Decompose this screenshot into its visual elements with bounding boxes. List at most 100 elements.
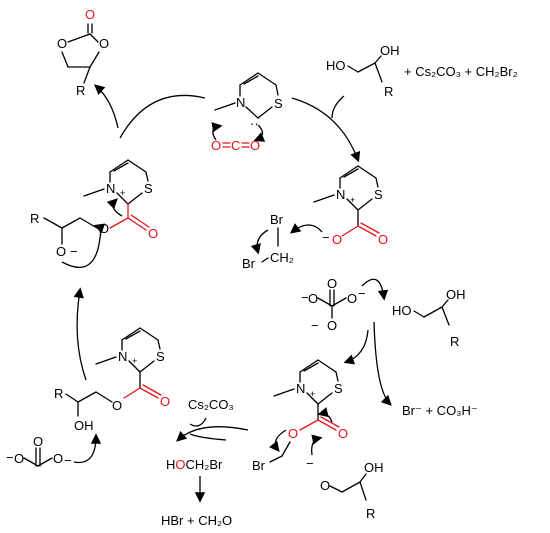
bond — [299, 419, 319, 431]
bond — [139, 327, 159, 341]
bond — [261, 257, 269, 263]
o-label: O — [14, 451, 24, 466]
bond — [281, 441, 291, 457]
bond — [127, 217, 147, 231]
carbonyl-o-label: O — [85, 7, 95, 22]
o-label: O — [347, 291, 357, 306]
nitrogen-label: N — [118, 349, 127, 364]
ho-label: HO — [326, 58, 346, 73]
o-top-label: O — [33, 434, 43, 449]
bond — [360, 222, 380, 234]
bond — [95, 391, 113, 403]
bromide-bicarbonate-label: Br⁻ + CO₃H⁻ — [402, 403, 478, 418]
cycle-arc-top-left — [119, 94, 206, 139]
bond — [374, 55, 382, 64]
oh-label: OH — [446, 287, 466, 302]
ring-o-left: O — [57, 36, 67, 51]
hbr-ch2o-label: HBr + CH₂O — [161, 513, 232, 528]
bond — [275, 84, 279, 96]
sulfur-label: S — [144, 181, 153, 196]
br-label: Br — [252, 458, 266, 473]
carbonyl-o-label: O — [148, 226, 158, 241]
bond — [374, 62, 383, 83]
oh-label: OH — [364, 460, 384, 475]
sulfur-label: S — [374, 187, 383, 202]
curved-arrow — [269, 429, 287, 453]
carbonate-anion-left: − O O O − — [6, 433, 102, 468]
ester-o-label: O — [288, 426, 298, 441]
br-bottom-label: Br — [242, 256, 256, 271]
r-group: R — [76, 83, 85, 98]
curved-arrow — [289, 223, 323, 234]
positive-charge: + — [120, 188, 125, 198]
bond — [346, 198, 359, 211]
positive-charge: + — [132, 356, 137, 366]
r-group: R — [366, 506, 375, 521]
nhc-carbene: N S ·· — [214, 72, 283, 142]
o-top-label: O — [327, 276, 337, 291]
reagent-join-arrow — [331, 95, 345, 119]
connector — [189, 433, 227, 441]
bond — [127, 192, 143, 205]
dibromomethane: Br CH₂ Br — [242, 212, 294, 271]
bond — [65, 393, 79, 403]
bond — [127, 159, 147, 173]
n-methyl-bond — [83, 188, 105, 197]
bond — [109, 159, 129, 173]
n-methyl-bond — [214, 102, 236, 111]
bond — [341, 225, 359, 237]
bond — [157, 339, 161, 350]
reagents-text: + Cs₂CO₃ + CH₂Br₂ — [404, 64, 518, 79]
curved-arrow — [211, 122, 223, 141]
bond — [139, 387, 159, 399]
bond — [121, 327, 141, 341]
curved-arrow — [73, 433, 102, 464]
o-label: O — [53, 451, 63, 466]
thiazolium-alkoxide-intermediate: N S + O O R O − — [30, 159, 158, 268]
ch2-label: CH₂ — [270, 250, 294, 265]
o-bottom-label: O — [327, 318, 337, 333]
positive-charge: + — [310, 389, 315, 399]
nitrogen-label: N — [236, 95, 245, 110]
negative-charge: − — [6, 450, 14, 465]
curved-arrow — [106, 198, 123, 217]
sulfur-label: S — [334, 381, 343, 396]
ho-label: HO — [392, 303, 412, 318]
bond — [329, 485, 343, 493]
bond — [343, 168, 359, 178]
bond — [67, 33, 91, 43]
bond — [339, 165, 359, 179]
bromomethyl-ester-intermediate: N S + O O Br − — [252, 359, 348, 473]
negative-charge: − — [301, 290, 309, 305]
bond — [130, 214, 150, 228]
bond — [341, 481, 361, 493]
bond — [79, 217, 98, 229]
n-methyl-bond — [95, 356, 117, 365]
r-group: R — [54, 386, 63, 401]
curved-arrow — [361, 278, 389, 301]
bond — [142, 384, 162, 396]
product-release-arrow — [94, 84, 119, 129]
positive-charge: + — [350, 195, 355, 205]
bond — [43, 217, 63, 229]
bond — [113, 162, 129, 172]
bond — [61, 51, 69, 68]
ester-o-label: O — [112, 398, 122, 413]
hoch2br-label: HOCH₂Br — [166, 457, 223, 472]
cs2co3-label: Cs₂CO₃ — [188, 397, 234, 412]
carbonyl-o-label: O — [338, 426, 348, 441]
bond — [317, 359, 337, 373]
negative-charge: − — [322, 230, 330, 245]
bond — [139, 360, 155, 373]
bond — [317, 419, 337, 431]
bond — [239, 72, 259, 86]
cycle-arrow-right-inner — [343, 329, 369, 365]
bond — [243, 75, 259, 85]
alkoxide-o-label: O — [56, 244, 66, 259]
carboxylate-zwitterion: N S + O O − — [289, 165, 388, 247]
bond — [320, 416, 340, 428]
bond — [257, 106, 273, 119]
carbonate-anion: − O O O − − O — [301, 276, 389, 333]
bond — [128, 360, 141, 373]
curved-arrow — [250, 229, 269, 255]
